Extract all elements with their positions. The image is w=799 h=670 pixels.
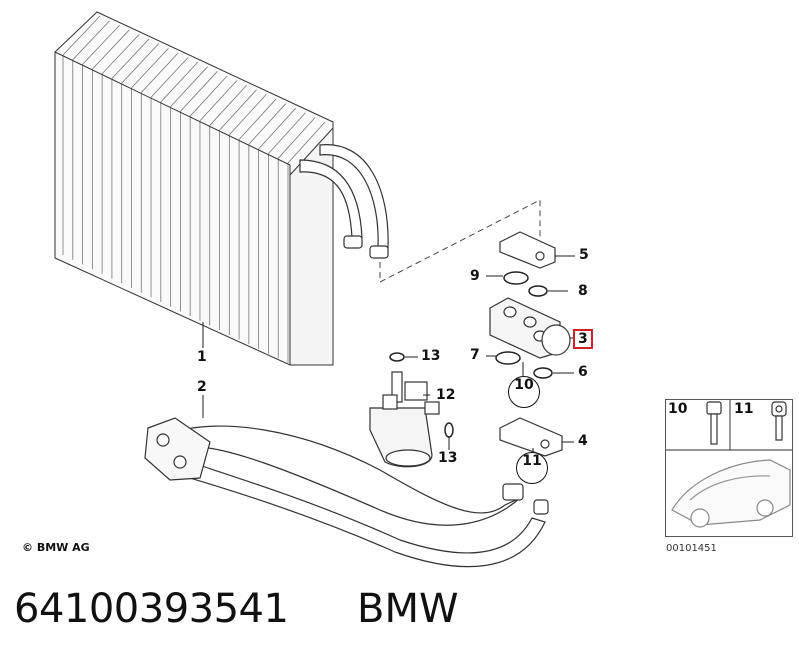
inset-drawings	[665, 399, 792, 528]
callout-10: 10	[508, 376, 540, 408]
o-ring-9	[503, 271, 529, 285]
o-ring-8	[528, 285, 548, 297]
callout-5: 5	[579, 247, 589, 263]
o-ring-6	[533, 367, 553, 379]
o-ring-7	[495, 351, 521, 365]
inset-frame	[665, 399, 793, 537]
o-ring-13-bottom	[444, 422, 454, 438]
inset-panel: 10 11	[665, 399, 793, 537]
evaporator-core	[54, 11, 334, 366]
inset-label-11: 11	[734, 401, 754, 417]
evaporator-pipes	[299, 144, 389, 259]
callout-7: 7	[470, 347, 480, 363]
part-number: 64100393541	[14, 586, 289, 632]
callout-2: 2	[197, 379, 207, 395]
receiver-drier	[369, 371, 440, 468]
callout-11: 11	[516, 452, 548, 484]
callout-13-bottom: 13	[438, 450, 458, 466]
diagram-id: 00101451	[666, 543, 717, 554]
o-ring-13-top	[389, 352, 405, 362]
callout-13-top: 13	[421, 348, 441, 364]
callout-6: 6	[578, 364, 588, 380]
bracket-5	[499, 231, 556, 269]
bracket-4	[499, 417, 563, 457]
callout-12: 12	[436, 387, 456, 403]
expansion-valve	[489, 297, 571, 359]
brand-name: BMW	[357, 586, 459, 632]
callout-8: 8	[578, 283, 588, 299]
callout-9: 9	[470, 268, 480, 284]
copyright-text: © BMW AG	[22, 541, 90, 554]
callout-1: 1	[197, 349, 207, 365]
callout-3: 3	[573, 329, 593, 349]
pressure-pipe	[144, 417, 549, 568]
inset-label-10: 10	[668, 401, 688, 417]
callout-4: 4	[578, 433, 588, 449]
connection-dashed	[379, 199, 541, 283]
